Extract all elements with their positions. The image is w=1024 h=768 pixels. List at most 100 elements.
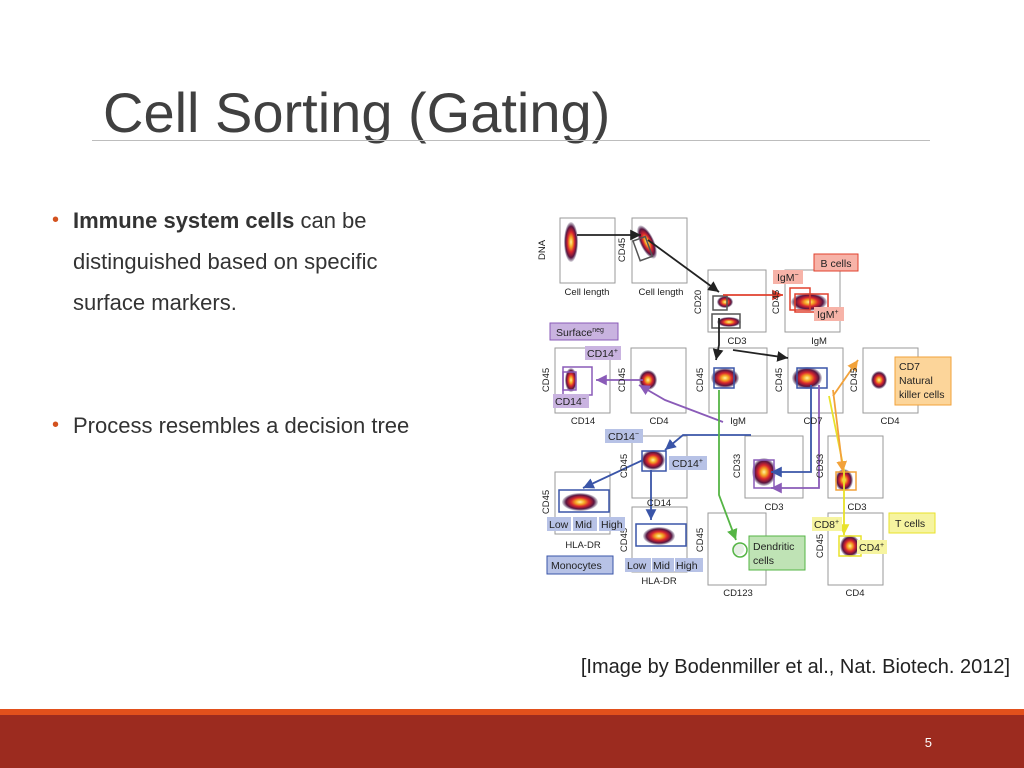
label-igm-neg: IgM bbox=[777, 272, 795, 284]
label-low-2: Low bbox=[627, 560, 647, 572]
axis-label-cd20: CD20 bbox=[693, 290, 704, 314]
mid-box-2 bbox=[652, 558, 674, 572]
axis-label-cd4: CD4 bbox=[845, 588, 864, 599]
axis-label-cell-length: Cell length bbox=[639, 287, 684, 298]
cd14-pos-box-2 bbox=[669, 456, 707, 470]
axis-label-cd45: CD45 bbox=[849, 368, 860, 392]
bullet-bold-text: Immune system cells bbox=[73, 208, 295, 233]
axis-label-cd45: CD45 bbox=[695, 368, 706, 392]
surface-neg-box bbox=[549, 322, 619, 341]
label-surface: Surface bbox=[556, 327, 592, 339]
label-b-cells: B cells bbox=[821, 258, 852, 270]
axis-label-cell-length: Cell length bbox=[565, 287, 610, 298]
b-cells-box bbox=[813, 253, 859, 272]
svg-text:IgM−: IgM− bbox=[777, 272, 799, 284]
bullet-dot: • bbox=[52, 414, 60, 436]
label-high: High bbox=[601, 519, 623, 531]
title-divider bbox=[92, 140, 930, 141]
mid-box bbox=[573, 517, 597, 531]
axis-label-cd45: CD45 bbox=[541, 368, 552, 392]
label-cd14-neg: CD14 bbox=[608, 431, 635, 443]
bullet-text-line2: distinguished based on specific bbox=[73, 249, 378, 274]
bullet-text-line3: surface markers. bbox=[73, 290, 237, 315]
plot-frames bbox=[554, 217, 919, 586]
label-monocytes: Monocytes bbox=[551, 560, 602, 572]
svg-text:IgM+: IgM+ bbox=[817, 309, 839, 321]
label-cd8: CD8 bbox=[814, 519, 835, 531]
label-plus-sup: + bbox=[699, 458, 703, 465]
label-plus-sup: + bbox=[880, 542, 884, 549]
label-dendritic-2: cells bbox=[753, 555, 774, 567]
svg-text:CD4+: CD4+ bbox=[859, 542, 884, 554]
axis-label-cd45: CD45 bbox=[617, 238, 628, 262]
axis-label-cd33: CD33 bbox=[732, 454, 743, 478]
axis-label-cd45: CD45 bbox=[815, 534, 826, 558]
footer-bar bbox=[0, 715, 1024, 768]
bullet-text-decision-tree: Process resembles a decision tree bbox=[73, 413, 410, 438]
label-neg-sup: neg bbox=[592, 327, 604, 334]
gate-arrows bbox=[577, 229, 859, 541]
gate-labels: B cells IgM− IgM+ Surfaceneg CD14+ CD14−… bbox=[546, 253, 952, 575]
axis-label-cd7: CD7 bbox=[803, 416, 822, 427]
monocytes-box bbox=[546, 555, 614, 575]
label-mid-2: Mid bbox=[653, 560, 670, 572]
label-cd14-pos: CD14 bbox=[587, 348, 614, 360]
label-plus-sup: + bbox=[614, 348, 618, 355]
low-box bbox=[547, 517, 571, 531]
svg-text:CD14−: CD14− bbox=[608, 431, 639, 443]
image-caption: [Image by Bodenmiller et al., Nat. Biote… bbox=[580, 656, 1010, 678]
label-cd14-pos: CD14 bbox=[672, 458, 699, 470]
label-minus-sup: − bbox=[635, 431, 639, 438]
high-box-2 bbox=[675, 558, 703, 572]
axis-label-cd45: CD45 bbox=[541, 490, 552, 514]
axis-label-cd3: CD3 bbox=[764, 502, 783, 513]
svg-text:CD14−: CD14− bbox=[555, 396, 586, 408]
igm-pos-box bbox=[814, 307, 844, 321]
axis-label-cd45: CD45 bbox=[619, 454, 630, 478]
axis-label-cd45: CD45 bbox=[771, 290, 782, 314]
label-minus-sup: − bbox=[582, 396, 586, 403]
label-dendritic-1: Dendritic bbox=[753, 541, 794, 553]
svg-text:CD8+: CD8+ bbox=[814, 519, 839, 531]
svg-text:CD14+: CD14+ bbox=[672, 458, 703, 470]
axis-label-cd3: CD3 bbox=[727, 336, 746, 347]
axis-label-cd14: CD14 bbox=[571, 416, 595, 427]
axis-label-hla-dr: HLA-DR bbox=[565, 540, 601, 551]
svg-text:CD14+: CD14+ bbox=[587, 348, 618, 360]
axis-label-hla-dr: HLA-DR bbox=[641, 576, 677, 587]
axis-labels: DNA Cell length CD45 Cell length CD20 CD… bbox=[537, 238, 900, 599]
axis-label-dna: DNA bbox=[537, 239, 548, 260]
cd4-box bbox=[857, 540, 887, 554]
t-cells-box bbox=[888, 512, 936, 534]
dendritic-box bbox=[748, 535, 806, 571]
label-nk-2: Natural bbox=[899, 375, 933, 387]
high-box bbox=[599, 517, 625, 531]
axis-label-cd123: CD123 bbox=[723, 588, 753, 599]
label-low: Low bbox=[549, 519, 569, 531]
axis-label-cd45: CD45 bbox=[617, 368, 628, 392]
label-nk-1: CD7 bbox=[899, 361, 920, 373]
axis-label-cd14: CD14 bbox=[647, 498, 671, 509]
bullet-text-immune: Immune system cells can be distinguished… bbox=[73, 200, 473, 323]
page-number: 5 bbox=[924, 735, 932, 750]
label-cd14-neg: CD14 bbox=[555, 396, 582, 408]
label-plus-sup: + bbox=[835, 519, 839, 526]
gating-diagram: DNA Cell length CD45 Cell length CD20 CD… bbox=[537, 217, 952, 599]
label-minus-sup: − bbox=[795, 272, 799, 279]
svg-text:Surfaceneg: Surfaceneg bbox=[556, 327, 604, 339]
bullet-text-rest: can be bbox=[294, 208, 367, 233]
axis-label-cd3: CD3 bbox=[847, 502, 866, 513]
axis-label-cd4: CD4 bbox=[880, 416, 899, 427]
bullet-dot: • bbox=[52, 209, 60, 231]
nk-cells-box bbox=[894, 356, 952, 406]
cd14-neg-box-2 bbox=[605, 429, 643, 443]
axis-label-igm: IgM bbox=[811, 336, 827, 347]
label-plus-sup: + bbox=[835, 309, 839, 316]
slide-title: Cell Sorting (Gating) bbox=[103, 81, 611, 144]
gating-figure: DNA Cell length CD45 Cell length CD20 CD… bbox=[533, 210, 963, 605]
axis-label-igm: IgM bbox=[730, 416, 746, 427]
label-nk-3: killer cells bbox=[899, 389, 945, 401]
label-t-cells: T cells bbox=[895, 518, 925, 530]
cd8-box bbox=[812, 517, 842, 531]
label-mid: Mid bbox=[575, 519, 592, 531]
